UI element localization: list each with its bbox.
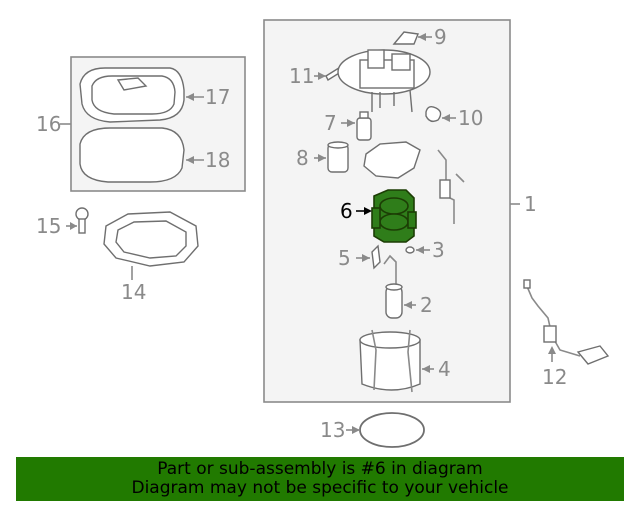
callout-4: 4 — [438, 357, 451, 381]
part-18-gasket — [79, 127, 185, 183]
part-15-bolt — [75, 207, 89, 234]
info-banner: Part or sub-assembly is #6 in diagram Di… — [16, 457, 624, 501]
callout-16: 16 — [36, 112, 61, 136]
callout-2: 2 — [420, 293, 433, 317]
banner-line-2: Diagram may not be specific to your vehi… — [131, 478, 509, 498]
part-17-cover — [79, 67, 185, 123]
callout-12: 12 — [542, 365, 567, 389]
callout-7: 7 — [324, 111, 337, 135]
callout-9: 9 — [434, 25, 447, 49]
callout-18: 18 — [205, 148, 230, 172]
part-3-oring — [405, 246, 415, 254]
part-4-reservoir — [359, 329, 421, 393]
callout-15: 15 — [36, 214, 61, 238]
pump-bracket — [363, 141, 421, 179]
parts-diagram: 1 16 17 18 15 14 9 11 — [36, 19, 610, 448]
part-9-connector — [392, 31, 419, 45]
part-5-sensor — [371, 244, 381, 270]
part-2-pump — [385, 283, 403, 319]
callout-3: 3 — [432, 238, 445, 262]
part-6-pump-module — [371, 189, 417, 243]
part-10-clip — [425, 105, 442, 123]
pump-flange — [337, 49, 431, 113]
callout-11: 11 — [289, 64, 314, 88]
banner-line-1: Part or sub-assembly is #6 in diagram — [157, 459, 483, 479]
callout-5: 5 — [338, 246, 351, 270]
part-14-ring — [103, 211, 199, 267]
part-12-harness — [523, 279, 610, 365]
part-13-oring — [359, 412, 425, 448]
callout-14: 14 — [121, 280, 146, 304]
callout-10: 10 — [458, 106, 483, 130]
part-8-filter — [327, 141, 349, 173]
callout-8: 8 — [296, 146, 309, 170]
callout-17: 17 — [205, 85, 230, 109]
callout-6: 6 — [340, 199, 353, 223]
part-7-regulator — [356, 111, 372, 141]
callout-13: 13 — [320, 418, 345, 442]
callout-1: 1 — [524, 192, 537, 216]
